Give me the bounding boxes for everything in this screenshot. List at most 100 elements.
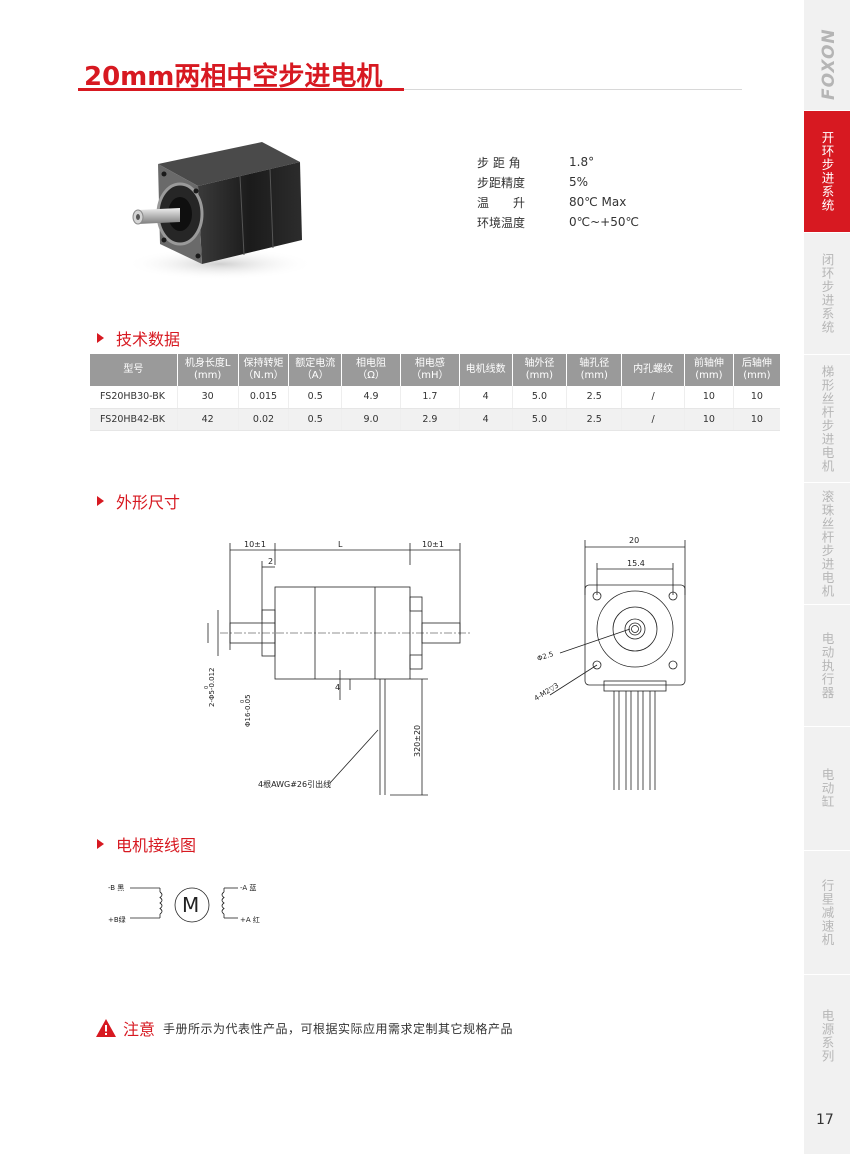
table-cell: 1.7 (399, 386, 460, 409)
spec-value: 5% (569, 175, 589, 189)
table-cell: FS20HB30-BK (90, 386, 178, 409)
table-cell: / (621, 408, 685, 431)
dim-bore: Φ2.5 (536, 650, 554, 663)
column-header: 相电阻（Ω） (341, 354, 401, 386)
section-title: 电机接线图 (116, 836, 197, 855)
table-cell: 4.9 (341, 386, 401, 409)
section-tech-data: 技术数据 (97, 326, 180, 350)
table-cell: / (621, 386, 685, 409)
side-view-labels: 10±1 L 10±1 2 2-Φ5-0.012 0 Φ16-0.05 0 4 … (204, 540, 444, 789)
spec-label: 温 升 (477, 195, 526, 210)
wire-a-plus: +A 红 (240, 915, 260, 924)
note-text: 手册所示为代表性产品，可根据实际应用需求定制其它规格产品 (163, 1021, 514, 1036)
front-view-labels: 20 15.4 Φ2.5 4-M2▽3 (533, 536, 645, 703)
dim-thread: 4-M2▽3 (533, 681, 560, 702)
dim-four: 4 (335, 683, 340, 692)
sidebar-item-open-loop[interactable]: 开环步进系统 (804, 110, 850, 232)
dim-shaft: 2-Φ5-0.012 (208, 667, 216, 707)
sidebar-item-actuator[interactable]: 电动执行器 (804, 604, 850, 726)
sidebar-item-label: 行星减速机 (819, 878, 835, 947)
spec-row: 步距精度 5% (477, 172, 639, 192)
brand-logo-text: FOXON (819, 28, 839, 100)
triangle-bullet-icon (97, 333, 104, 343)
table-row: FS20HB42-BK 42 0.02 0.5 9.0 2.9 4 5.0 2.… (90, 408, 780, 431)
table-cell: 30 (176, 386, 239, 409)
table-cell: 9.0 (341, 408, 401, 431)
table-cell: 0.5 (288, 408, 342, 431)
dim-lead: 320±20 (413, 725, 422, 757)
sidebar-item-ball-screw[interactable]: 滚珠丝杆步进电机 (804, 482, 850, 604)
table-cell: 0.02 (237, 408, 289, 431)
spec-table: 型号 机身长度L(mm) 保持转矩（N.m） 额定电流（A） 相电阻（Ω） 相电… (90, 354, 780, 431)
triangle-bullet-icon (97, 839, 104, 849)
dim-front-ext: 10±1 (244, 540, 266, 549)
warning-icon (96, 1019, 116, 1037)
spec-row: 环境温度 0℃~+50℃ (477, 212, 639, 232)
wire-b-minus: -B 黑 (108, 884, 124, 892)
table-cell: 4 (458, 386, 513, 409)
motor-label: M (182, 893, 199, 917)
section-dimensions: 外形尺寸 (97, 489, 180, 513)
front-view (549, 540, 686, 790)
table-cell: 0.015 (237, 386, 289, 409)
dimension-drawing: 10±1 L 10±1 2 2-Φ5-0.012 0 Φ16-0.05 0 4 … (204, 536, 686, 796)
wire-a-minus: -A 蓝 (240, 883, 256, 892)
sidebar-item-cylinder[interactable]: 电动缸 (804, 726, 850, 850)
table-cell: 5.0 (511, 386, 567, 409)
spec-row: 步 距 角 1.8° (477, 152, 639, 172)
spec-label: 环境温度 (477, 215, 526, 230)
sidebar-item-label: 开环步进系统 (819, 131, 835, 212)
table-cell: 10 (732, 386, 780, 409)
motor-photo (125, 142, 315, 280)
spec-value: 0℃~+50℃ (569, 215, 639, 229)
lead-note: 4根AWG#26引出线 (258, 779, 331, 789)
sidebar-item-label: 梯形丝杆步进电机 (819, 364, 835, 473)
page-number: 17 (816, 1112, 834, 1128)
page-title: 20mm两相中空步进电机 (84, 62, 383, 92)
spec-list: 步 距 角 1.8° 步距精度 5% 温 升 80℃ Max 环境温度 0℃~+… (477, 152, 639, 232)
column-header: 额定电流（A） (288, 354, 342, 386)
table-cell: 2.9 (399, 408, 460, 431)
table-cell: 4 (458, 408, 513, 431)
column-header: 电机线数 (458, 354, 513, 386)
table-cell: 10 (684, 408, 734, 431)
sidebar-item-label: 电动执行器 (819, 631, 835, 700)
table-cell: 42 (176, 408, 239, 431)
dim-boss-tol: 0 (240, 700, 246, 703)
sidebar-item-label: 滚珠丝杆步进电机 (819, 489, 835, 598)
title-rule (404, 89, 742, 90)
sidebar-item-label: 闭环步进系统 (819, 253, 835, 334)
sidebar-item-closed-loop[interactable]: 闭环步进系统 (804, 232, 850, 354)
dim-boss: Φ16-0.05 (244, 694, 252, 727)
note: 注意 手册所示为代表性产品，可根据实际应用需求定制其它规格产品 (95, 1016, 513, 1040)
table-cell: 10 (684, 386, 734, 409)
dim-hole-pitch: 15.4 (627, 559, 645, 568)
dim-width: 20 (629, 536, 639, 545)
section-title: 技术数据 (116, 330, 181, 349)
section-wiring: 电机接线图 (97, 832, 196, 856)
dim-shaft-tol: 0 (204, 686, 210, 689)
column-header: 轴外径(mm) (511, 354, 567, 386)
brand-logo: FOXON (819, 28, 839, 100)
section-title: 外形尺寸 (116, 493, 181, 512)
sidebar-item-planetary-reducer[interactable]: 行星减速机 (804, 850, 850, 974)
table-header-row: 型号 机身长度L(mm) 保持转矩（N.m） 额定电流（A） 相电阻（Ω） 相电… (90, 354, 780, 386)
side-view (207, 543, 472, 796)
table-cell: 10 (732, 408, 780, 431)
column-header: 内孔螺纹 (621, 354, 685, 386)
table-cell: 2.5 (566, 386, 622, 409)
spec-row: 温 升 80℃ Max (477, 192, 639, 212)
sidebar-item-power-supply[interactable]: 电源系列 (804, 974, 850, 1096)
column-header: 轴孔径(mm) (566, 354, 622, 386)
table-cell: 5.0 (511, 408, 567, 431)
column-header: 保持转矩（N.m） (237, 354, 289, 386)
dim-rear-ext: 10±1 (422, 540, 444, 549)
sidebar-item-label: 电动缸 (819, 768, 835, 809)
table-cell: 0.5 (288, 386, 342, 409)
column-header: 型号 (90, 354, 178, 386)
wiring-diagram: -B 黑 +B绿 M -A 蓝 +A 红 (108, 883, 260, 924)
triangle-bullet-icon (97, 496, 104, 506)
dim-length: L (338, 540, 343, 549)
spec-label: 步 距 角 (477, 155, 521, 170)
sidebar-item-trapezoidal-screw[interactable]: 梯形丝杆步进电机 (804, 354, 850, 482)
